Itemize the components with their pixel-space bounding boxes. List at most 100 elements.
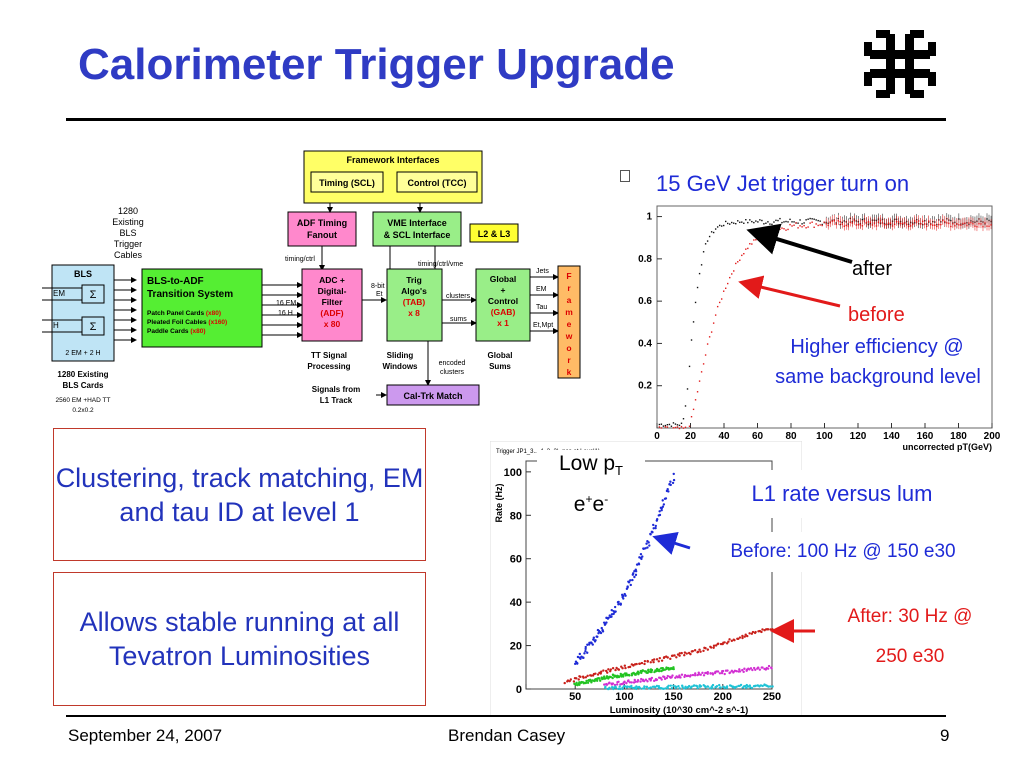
x-axis-label: uncorrected pT(GeV) — [902, 442, 992, 452]
l1-rate-label: L1 rate versus lum — [709, 470, 975, 518]
footer-page: 9 — [940, 726, 950, 745]
data-point — [669, 684, 672, 687]
x-tick-label: 80 — [785, 431, 797, 442]
data-point — [771, 685, 774, 688]
framework-interfaces-label: Framework Interfaces — [346, 155, 439, 165]
data-point — [696, 650, 700, 654]
data-point — [669, 483, 672, 487]
data-point — [739, 683, 743, 687]
after-label: after — [852, 258, 893, 280]
data-point — [739, 259, 741, 261]
data-point — [801, 223, 803, 225]
data-point — [729, 223, 731, 225]
data-point — [718, 301, 721, 304]
data-point — [622, 673, 625, 676]
data-point — [763, 223, 765, 225]
data-point — [787, 221, 789, 223]
svg-text:Global: Global — [488, 351, 513, 360]
turn-on-heading: 15 GeV Jet trigger turn on — [656, 171, 910, 196]
data-point — [765, 234, 767, 236]
control-tcc-label: Control (TCC) — [408, 178, 467, 188]
data-point — [591, 643, 594, 646]
page-title: Calorimeter Trigger Upgrade — [78, 40, 675, 89]
data-point — [735, 685, 738, 689]
data-point — [692, 321, 695, 323]
svg-text:Digital-: Digital- — [318, 286, 347, 296]
data-point — [711, 672, 714, 675]
data-point — [597, 632, 600, 635]
data-point — [641, 669, 645, 672]
svg-text:Sliding: Sliding — [387, 351, 414, 360]
x-tick-label: 150 — [664, 691, 682, 703]
data-point — [649, 661, 652, 664]
data-point — [761, 684, 764, 688]
x-tick-label: 100 — [615, 691, 633, 703]
data-point — [692, 408, 695, 411]
data-point — [612, 612, 615, 616]
x-tick-label: 140 — [883, 431, 900, 442]
data-point — [658, 423, 661, 426]
data-point — [752, 666, 756, 670]
data-point — [773, 221, 775, 223]
data-point — [679, 676, 682, 679]
h-label: H — [53, 321, 59, 330]
data-point — [745, 218, 747, 221]
data-point — [625, 681, 628, 685]
stable-running-box: Allows stable running at all Tevatron Lu… — [53, 572, 426, 706]
data-point — [639, 680, 642, 683]
data-point — [775, 229, 777, 231]
data-point — [704, 647, 707, 650]
data-point — [750, 632, 754, 635]
data-point — [634, 680, 637, 684]
data-point — [578, 683, 581, 686]
bls-adf-label-1: BLS-to-ADF — [147, 276, 204, 287]
control-tcc-box — [396, 171, 478, 193]
data-point — [585, 679, 588, 683]
data-point — [680, 673, 684, 676]
data-point — [743, 667, 746, 670]
data-point — [627, 679, 630, 682]
data-point — [582, 656, 585, 659]
data-point — [641, 555, 644, 558]
data-point — [704, 243, 707, 245]
data-point — [689, 674, 692, 677]
framework-vertical-box — [557, 265, 581, 379]
before-label: before — [848, 304, 905, 326]
data-point — [821, 224, 823, 227]
svg-text:Trig: Trig — [406, 275, 422, 285]
data-point — [748, 684, 752, 687]
data-point — [629, 583, 632, 587]
data-point — [753, 221, 755, 224]
data-point — [666, 656, 669, 659]
data-point — [819, 224, 821, 226]
data-point — [803, 222, 805, 224]
data-point — [811, 218, 813, 220]
y-tick-label: 80 — [510, 510, 522, 522]
l2l3-box — [469, 223, 519, 243]
svg-text:Signals from: Signals from — [312, 385, 360, 394]
data-point — [582, 676, 585, 679]
data-point — [720, 671, 724, 675]
data-point — [727, 282, 729, 285]
footer-author: Brendan Casey — [448, 726, 566, 745]
data-point — [597, 677, 601, 680]
data-point — [797, 222, 799, 224]
data-point — [684, 405, 687, 407]
data-point — [761, 219, 763, 222]
data-point — [667, 490, 670, 493]
svg-text:Tau: Tau — [536, 304, 547, 311]
data-point — [706, 240, 709, 242]
svg-text:Cables: Cables — [114, 250, 143, 260]
data-point — [769, 223, 771, 225]
data-point — [722, 224, 725, 227]
data-point — [671, 481, 675, 485]
data-point — [690, 416, 693, 418]
svg-text:a: a — [567, 295, 572, 305]
bls-cards-4: 0.2x0.2 — [72, 407, 94, 414]
efficiency-label-2: same background level — [775, 366, 981, 388]
svg-text:x 80: x 80 — [324, 319, 341, 329]
data-point — [783, 228, 785, 230]
data-point — [805, 227, 807, 229]
l2l3-label: L2 & L3 — [478, 229, 511, 239]
